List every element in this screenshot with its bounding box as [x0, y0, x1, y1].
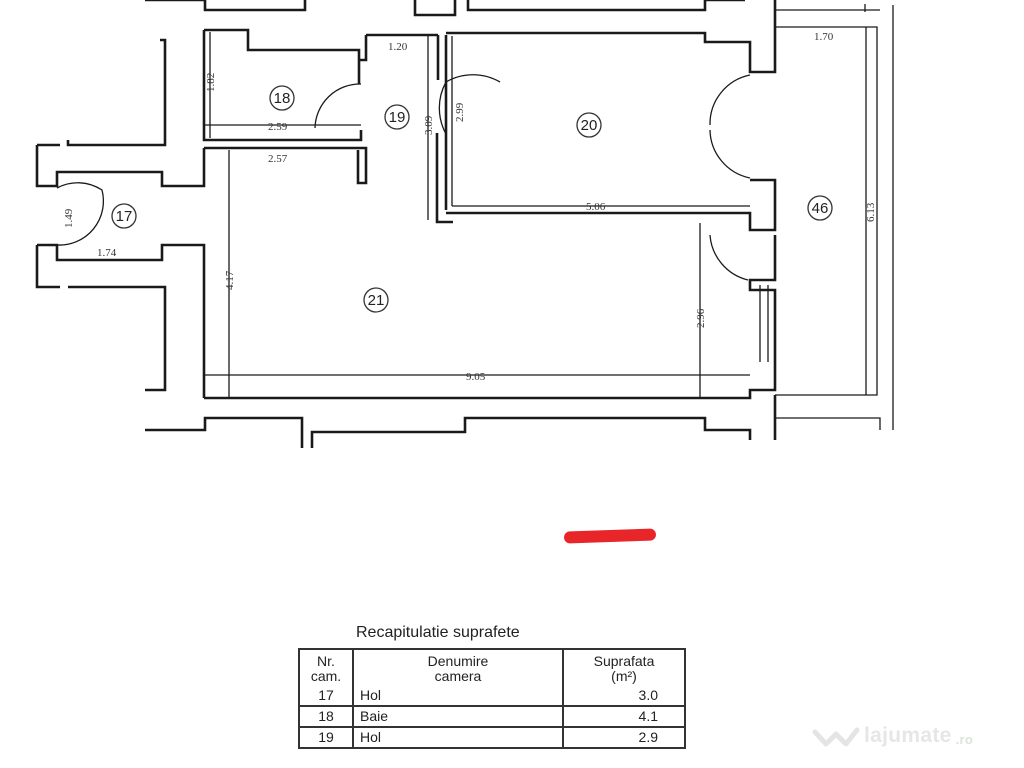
room-labels: 17 18 19 20 21 46 — [111, 85, 833, 313]
dim-1-82: 1.82 — [205, 73, 217, 92]
dim-1-74: 1.74 — [97, 247, 117, 259]
table-row: 19 Hol 2.9 — [298, 727, 686, 749]
svg-text:17: 17 — [116, 208, 133, 225]
header-area: Suprafata (m²) — [563, 648, 686, 686]
dim-1-20: 1.20 — [388, 41, 408, 53]
recap-title: Recapitulatie suprafete — [356, 624, 520, 641]
dim-2-99: 2.99 — [454, 102, 466, 122]
header-room-name: Denumire camera — [353, 648, 564, 686]
watermark-brand: lajumate — [864, 724, 952, 747]
dim-6-13: 6.13 — [865, 202, 877, 222]
room-19-label: 19 — [384, 104, 410, 130]
area-summary-table: Nr. cam. Denumire camera Suprafata (m²) … — [298, 648, 686, 749]
cell-area: 2.9 — [563, 727, 686, 749]
room-17-label: 17 — [111, 203, 137, 229]
walls-bottom — [145, 395, 881, 448]
svg-text:19: 19 — [389, 109, 406, 126]
cell-area: 4.1 — [563, 706, 686, 728]
room-21-label: 21 — [363, 287, 389, 313]
dim-4-17: 4.17 — [224, 270, 236, 290]
cell-room-name: Baie — [353, 706, 564, 728]
dim-2-59: 2.59 — [268, 121, 288, 133]
dim-1-70: 1.70 — [814, 31, 834, 43]
cell-room-number: 19 — [298, 727, 354, 749]
watermark-tld: .ro — [955, 731, 974, 747]
cell-room-number: 17 — [298, 686, 354, 707]
svg-text:18: 18 — [274, 90, 291, 107]
svg-text:21: 21 — [368, 292, 385, 309]
cell-room-number: 18 — [298, 706, 354, 728]
header-room-number: Nr. cam. — [298, 648, 354, 686]
dim-9-05: 9.05 — [466, 371, 486, 383]
cell-room-name: Hol — [353, 727, 564, 749]
lajumate-watermark: lajumate .ro — [812, 722, 973, 750]
table-row: 18 Baie 4.1 — [298, 706, 686, 728]
room-21-walls — [204, 150, 777, 400]
table-header-row: Nr. cam. Denumire camera Suprafata (m²) — [298, 648, 686, 686]
cell-area: 3.0 — [563, 686, 686, 707]
cell-room-name: Hol — [353, 686, 564, 707]
room-17-walls — [35, 38, 206, 398]
room-18-walls — [202, 28, 363, 142]
dimension-labels: 1.82 2.59 2.57 1.20 3.09 2.99 5.06 1.70 … — [63, 31, 877, 383]
table-row: 17 Hol 3.0 — [298, 686, 686, 707]
dim-2-57: 2.57 — [268, 153, 288, 165]
dim-3-09: 3.09 — [423, 115, 435, 135]
dim-5-06: 5.06 — [586, 201, 606, 213]
dim-2-96: 2.96 — [695, 308, 707, 328]
dim-1-49: 1.49 — [63, 208, 75, 228]
room-46-walls — [775, 26, 878, 396]
room-46-label: 46 — [807, 195, 833, 221]
handshake-logo-icon — [812, 727, 860, 747]
svg-text:46: 46 — [812, 200, 829, 217]
walls-top — [145, 0, 894, 430]
floor-plan: 1.82 2.59 2.57 1.20 3.09 2.99 5.06 1.70 … — [35, 0, 894, 448]
room-20-label: 20 — [576, 112, 602, 138]
room-20-walls — [438, 0, 777, 232]
room-18-label: 18 — [269, 85, 295, 111]
red-annotation-stroke — [563, 528, 657, 544]
svg-text:20: 20 — [581, 117, 598, 134]
room-19-walls — [204, 33, 453, 224]
